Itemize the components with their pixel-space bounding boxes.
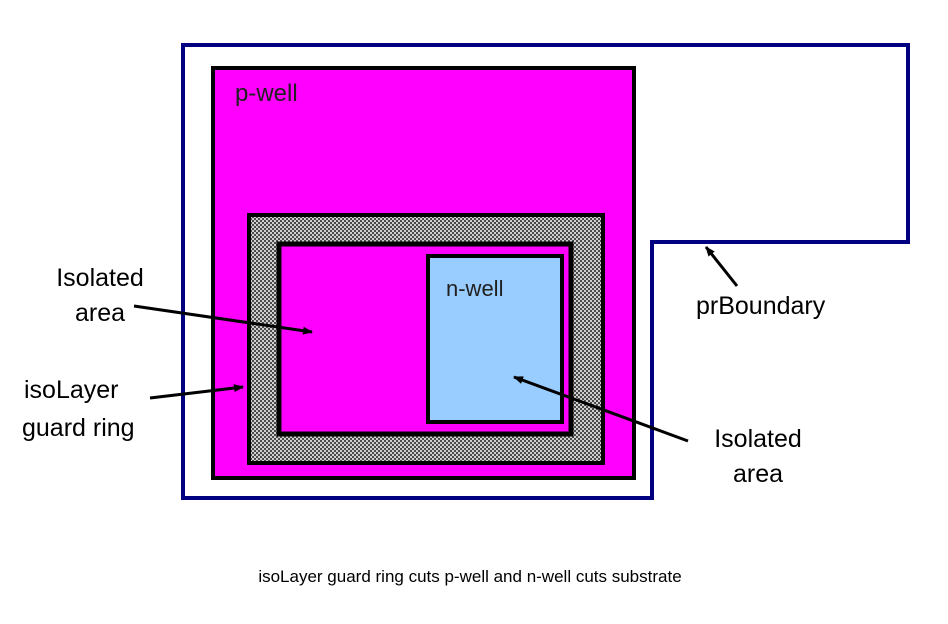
isolated-area-right-label-line1: Isolated (714, 425, 802, 453)
prboundary-label: prBoundary (696, 292, 826, 320)
pr-boundary-outline (181, 43, 910, 500)
arrow-isolayer (149, 384, 244, 400)
arrow-isolated-left (133, 304, 313, 335)
p-well-label: p-well (235, 80, 298, 107)
isolayer-guard-ring-label-line2: guard ring (22, 414, 135, 442)
figure-caption: isoLayer guard ring cuts p-well and n-we… (258, 567, 681, 586)
isolated-area-left-label-line1: Isolated (56, 264, 144, 292)
isolated-area-right-label-line2: area (733, 460, 783, 488)
isolated-area-left-label-line2: area (75, 299, 125, 327)
arrow-prboundary (704, 246, 739, 287)
arrow-isolated-right (513, 375, 689, 443)
n-well-region (426, 254, 564, 424)
isolayer-guard-ring-label-line1: isoLayer (24, 376, 119, 404)
n-well-label: n-well (446, 276, 503, 301)
